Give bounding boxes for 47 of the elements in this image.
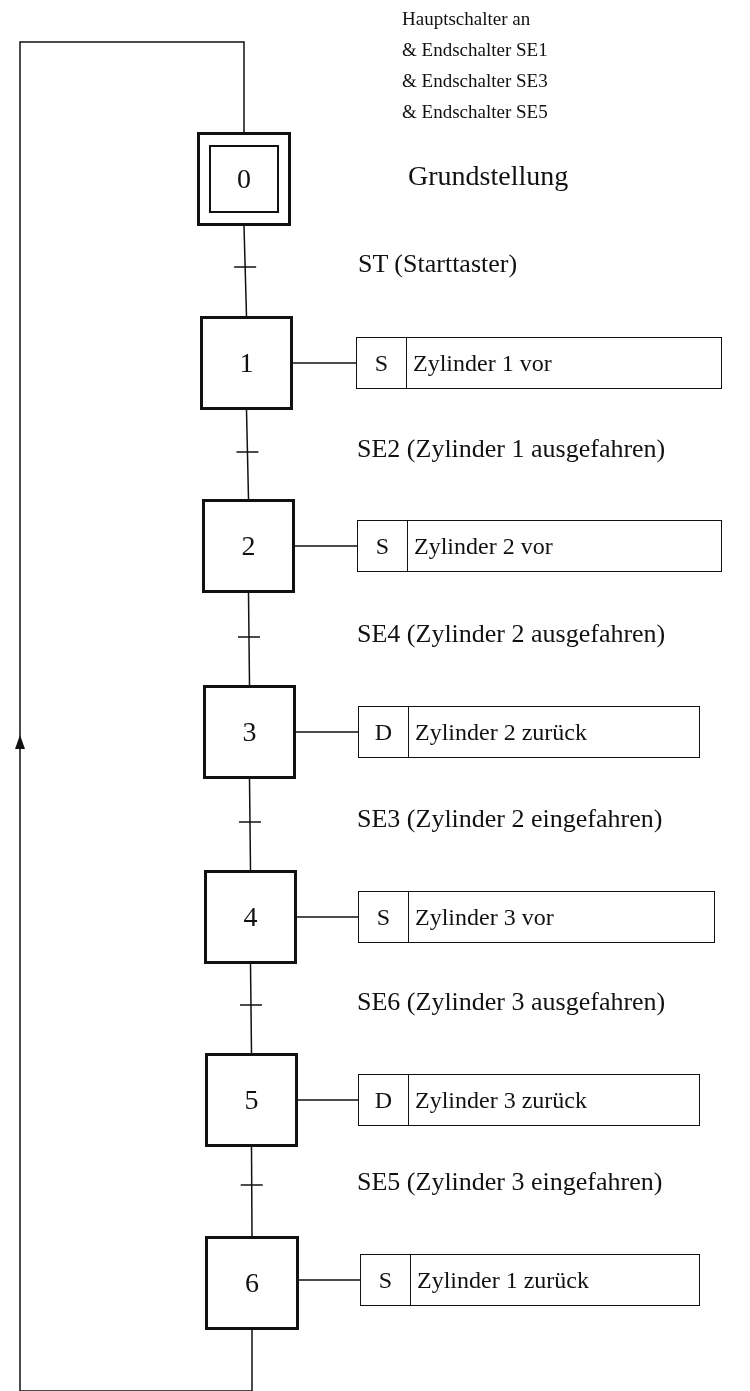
step-box: 1 <box>200 316 293 410</box>
action-text: Zylinder 2 zurück <box>414 717 587 747</box>
connector-line <box>296 916 359 918</box>
step-box: 6 <box>205 1236 299 1330</box>
transition-line <box>248 778 252 871</box>
connector-line <box>295 731 359 733</box>
transition-condition: SE5 (Zylinder 3 eingefahren) <box>357 1168 663 1197</box>
transition-condition: SE6 (Zylinder 3 ausgefahren) <box>357 988 666 1017</box>
transition-line <box>247 592 251 686</box>
transition-condition: SE2 (Zylinder 1 ausgefahren) <box>357 435 666 464</box>
action-text: Zylinder 1 vor <box>412 348 552 378</box>
condition-note: Hauptschalter an & Endschalter SE1 & Endschalter SE3 & Endschalter SE5 <box>402 7 548 124</box>
transition-line <box>249 963 253 1054</box>
action-text: Zylinder 3 vor <box>414 902 554 932</box>
action-qualifier: D <box>359 707 409 757</box>
step-number: 0 <box>209 145 279 213</box>
transition-condition: SE4 (Zylinder 2 ausgefahren) <box>357 620 666 649</box>
transition-condition: ST (Starttaster) <box>358 250 518 279</box>
action-box <box>356 337 722 389</box>
connector-line <box>298 1279 361 1281</box>
action-box <box>360 1254 700 1306</box>
action-text: Zylinder 1 zurück <box>416 1265 589 1295</box>
transition-line <box>245 409 250 500</box>
action-qualifier: S <box>357 338 407 388</box>
step-box: 4 <box>204 870 297 964</box>
connector-line <box>292 362 357 364</box>
connector-line <box>297 1099 359 1101</box>
step-caption: Grundstellung <box>408 160 569 192</box>
action-qualifier: S <box>359 892 409 942</box>
connector-line <box>294 545 358 547</box>
step-box: 3 <box>203 685 296 779</box>
action-box <box>358 1074 700 1126</box>
action-qualifier: S <box>361 1255 411 1305</box>
action-text: Zylinder 2 vor <box>413 531 553 561</box>
step-box: 5 <box>205 1053 298 1147</box>
transition-condition: SE3 (Zylinder 2 eingefahren) <box>357 805 663 834</box>
action-qualifier: D <box>359 1075 409 1125</box>
action-box <box>358 891 715 943</box>
action-box <box>357 520 722 572</box>
initial-step-box <box>197 132 291 226</box>
step-box: 2 <box>202 499 295 593</box>
action-text: Zylinder 3 zurück <box>414 1085 587 1115</box>
action-box <box>358 706 700 758</box>
action-qualifier: S <box>358 521 408 571</box>
return-arrow <box>15 41 253 1391</box>
transition-line <box>250 1146 253 1237</box>
transition-line <box>243 225 248 317</box>
